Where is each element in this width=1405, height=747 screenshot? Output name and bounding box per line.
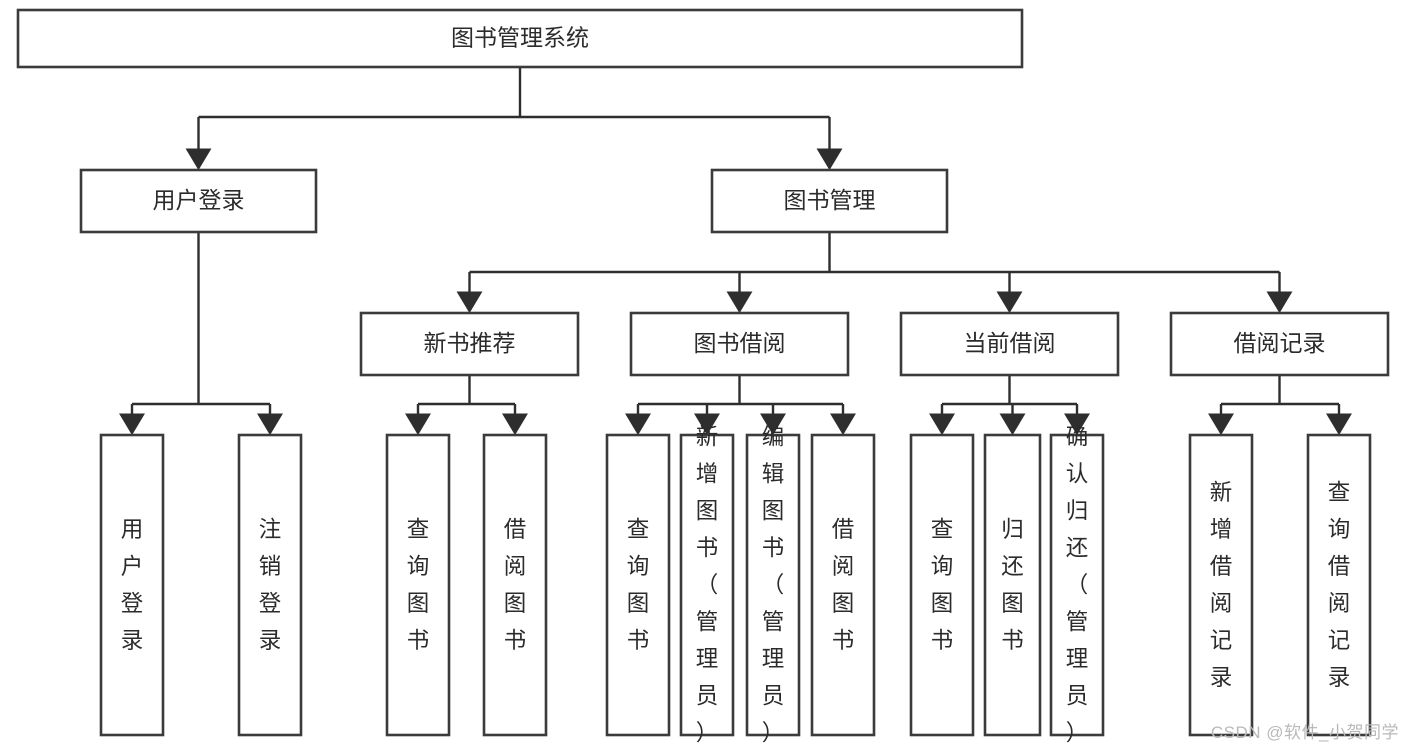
leaf-label: 编辑图书（管理员） [762,425,785,746]
node-leaf-borrow-book-2[interactable]: 借阅图书 [810,433,876,737]
node-book-manage[interactable]: 图书管理 [710,168,949,234]
node-leaf-query-borrow-record[interactable]: 查询借阅记录 [1306,433,1372,737]
leaf-label: 确认归还（管理员） [1066,425,1089,746]
node-leaf-confirm-return-admin[interactable]: 确认归还（管理员） [1049,425,1105,746]
leaf-label: 用户登录 [121,517,144,653]
leaf-label: 查询借阅记录 [1328,480,1351,690]
leaf-label: 借阅图书 [504,517,527,653]
node-new-book-recommend[interactable]: 新书推荐 [359,311,580,377]
node-leaf-query-book-3[interactable]: 查询图书 [909,433,975,737]
leaf-label: 查询图书 [627,517,650,653]
node-leaf-return-book[interactable]: 归还图书 [983,433,1042,737]
leaf-label: 新增图书（管理员） [696,425,719,746]
node-leaf-add-borrow-record[interactable]: 新增借阅记录 [1188,433,1254,737]
node-leaf-edit-book-admin[interactable]: 编辑图书（管理员） [745,425,801,746]
node-user-login[interactable]: 用户登录 [79,168,318,234]
leaf-label: 归还图书 [1001,517,1024,653]
node-label: 借阅记录 [1234,330,1326,356]
node-label: 当前借阅 [964,330,1056,356]
node-label: 图书管理 [784,187,876,213]
leaf-label: 查询图书 [407,517,430,653]
node-label: 图书借阅 [694,330,786,356]
node-book-borrow[interactable]: 图书借阅 [629,311,850,377]
leaf-label: 借阅图书 [832,517,855,653]
connector-layer [119,67,1352,436]
node-label: 图书管理系统 [451,25,589,51]
node-leaf-query-book-2[interactable]: 查询图书 [605,433,671,737]
node-leaf-add-book-admin[interactable]: 新增图书（管理员） [679,425,735,746]
node-root[interactable]: 图书管理系统 [16,8,1024,69]
node-label: 用户登录 [153,187,245,213]
node-leaf-borrow-book-1[interactable]: 借阅图书 [482,433,548,737]
leaf-label: 注销登录 [259,517,282,653]
leaf-label: 查询图书 [931,517,954,653]
node-label: 新书推荐 [424,330,516,356]
node-layer: 图书管理系统用户登录图书管理新书推荐图书借阅当前借阅借阅记录用户登录注销登录查询… [16,8,1390,746]
node-leaf-query-book-1[interactable]: 查询图书 [385,433,451,737]
node-leaf-user-login[interactable]: 用户登录 [99,433,165,737]
node-current-borrow[interactable]: 当前借阅 [899,311,1120,377]
leaf-label: 新增借阅记录 [1210,480,1233,690]
node-leaf-logout-login[interactable]: 注销登录 [237,433,303,737]
node-borrow-record[interactable]: 借阅记录 [1169,311,1390,377]
